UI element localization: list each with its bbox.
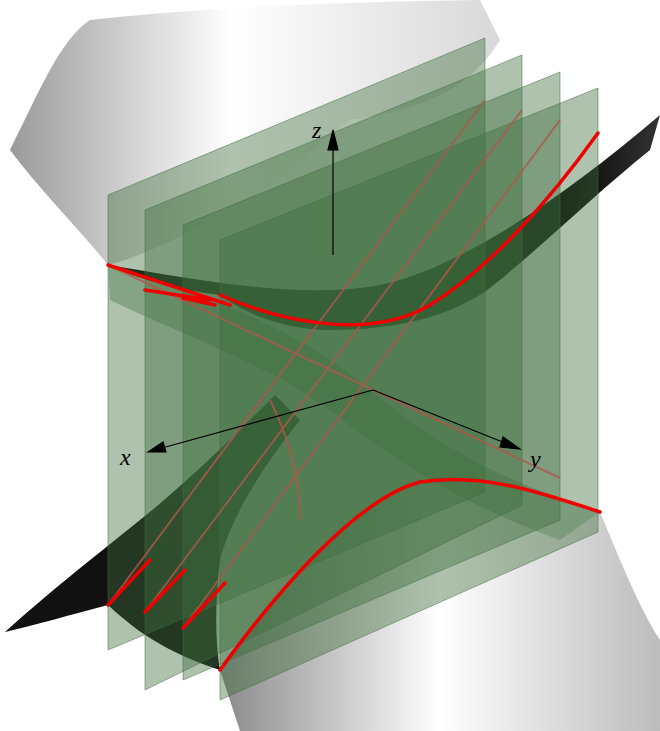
arrowhead	[500, 437, 520, 449]
ruling	[270, 400, 300, 520]
curve	[145, 290, 210, 300]
ruling	[108, 100, 485, 605]
axis-label: y	[530, 447, 541, 471]
axis	[332, 145, 333, 255]
curve	[108, 265, 230, 305]
plane	[220, 88, 598, 700]
axis-label: z	[312, 118, 321, 142]
curve	[220, 479, 600, 670]
axis-label: x	[120, 445, 131, 469]
curve	[183, 583, 225, 628]
ruling	[183, 120, 560, 628]
curve	[145, 570, 185, 612]
arrowhead	[328, 130, 338, 150]
axis	[162, 390, 373, 448]
arrowhead	[148, 442, 166, 452]
axis	[373, 390, 505, 443]
curve	[183, 298, 215, 305]
curve	[108, 560, 150, 605]
curve	[220, 133, 598, 325]
ruling	[108, 265, 560, 478]
